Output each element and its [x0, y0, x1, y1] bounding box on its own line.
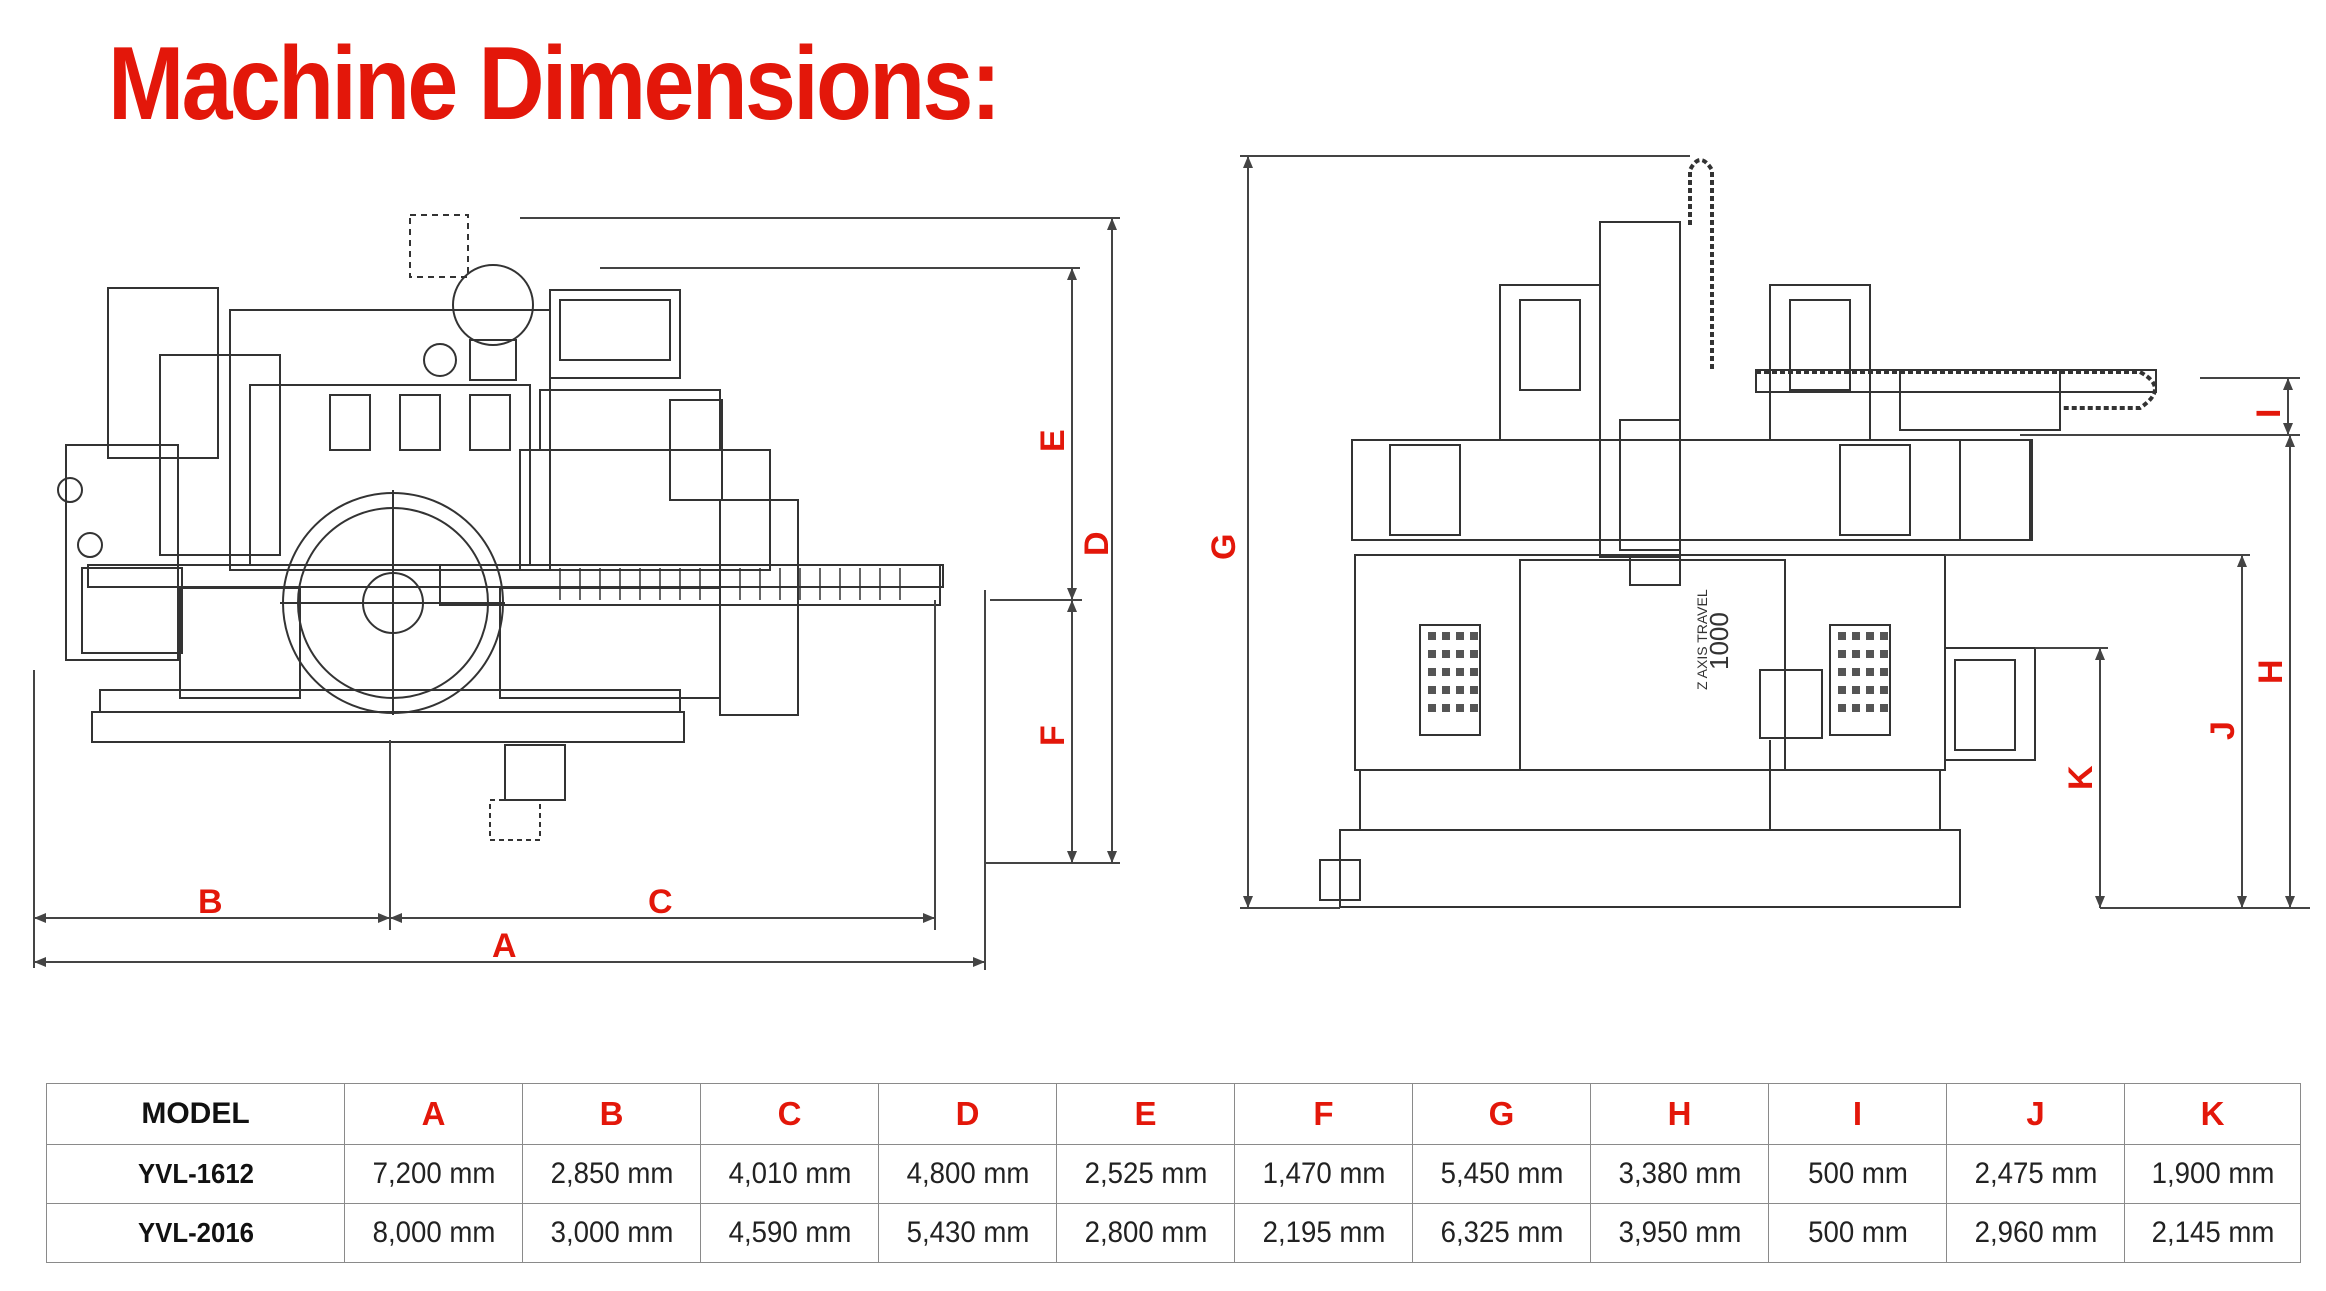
dim-label-d: D	[1078, 531, 1116, 556]
column-header-d: D	[878, 1083, 1057, 1145]
column-header-a: A	[344, 1083, 523, 1145]
column-header-e: E	[1056, 1083, 1235, 1145]
z-axis-travel-value: 1000	[1704, 612, 1734, 670]
dimensions-table: MODEL A B C D E F G H I J K YVL-1612 7,2…	[46, 1083, 2301, 1263]
table-cell: 2,800 mm	[1063, 1203, 1228, 1263]
table-cell: 2,145 mm	[2131, 1203, 2294, 1263]
cable-chain	[1688, 158, 2157, 410]
dim-label-f: F	[1034, 725, 1072, 746]
table-cell: 2,475 mm	[1953, 1144, 2118, 1204]
row-model-name: YVL-2016	[57, 1203, 334, 1263]
dim-label-b: B	[198, 883, 223, 921]
rail-hatching	[559, 568, 901, 600]
table-row: YVL-2016 8,000 mm 3,000 mm 4,590 mm 5,43…	[47, 1203, 2301, 1263]
vent-grid-right	[1838, 632, 1888, 712]
table-cell: 6,325 mm	[1419, 1203, 1584, 1263]
table-header-row: MODEL A B C D E F G H I J K	[46, 1083, 2301, 1145]
table-cell: 4,010 mm	[707, 1144, 872, 1204]
dim-label-h: H	[2252, 659, 2290, 684]
z-axis-travel-label: Z AXIS TRAVEL	[1694, 589, 1710, 690]
table-cell: 4,590 mm	[707, 1203, 872, 1263]
table-cell: 3,380 mm	[1597, 1144, 1762, 1204]
column-header-c: C	[700, 1083, 879, 1145]
column-header-i: I	[1768, 1083, 1947, 1145]
top-view-dimension-lines	[33, 217, 1120, 970]
front-view-drawing	[1319, 221, 2157, 908]
table-cell: 4,800 mm	[885, 1144, 1050, 1204]
column-header-f: F	[1234, 1083, 1413, 1145]
dim-label-k: K	[2062, 765, 2100, 790]
vent-grid-left	[1428, 632, 1478, 712]
dim-label-j: J	[2204, 721, 2242, 740]
dim-label-e: E	[1034, 429, 1072, 452]
table-cell: 3,950 mm	[1597, 1203, 1762, 1263]
dim-label-i: I	[2250, 409, 2288, 418]
row-model-name: YVL-1612	[57, 1144, 334, 1204]
column-header-j: J	[1946, 1083, 2125, 1145]
table-cell: 2,850 mm	[529, 1144, 694, 1204]
column-header-h: H	[1590, 1083, 1769, 1145]
column-header-model: MODEL	[46, 1083, 345, 1145]
machine-drawings: B C A E D F	[33, 155, 2310, 970]
table-cell: 1,900 mm	[2131, 1144, 2294, 1204]
table-cell: 1,470 mm	[1241, 1144, 1406, 1204]
top-view-drawing	[57, 214, 944, 841]
table-cell: 3,000 mm	[529, 1203, 694, 1263]
dim-label-g: G	[1205, 534, 1243, 560]
dimension-arrowheads-left	[34, 218, 1117, 967]
table-cell: 7,200 mm	[351, 1144, 516, 1204]
dim-label-a: A	[492, 927, 517, 965]
page-title: Machine Dimensions:	[108, 26, 1001, 142]
table-cell: 500 mm	[1775, 1203, 1940, 1263]
table-row: YVL-1612 7,200 mm 2,850 mm 4,010 mm 4,80…	[47, 1144, 2301, 1204]
dimension-arrowheads-right	[1243, 156, 2295, 908]
table-cell: 2,960 mm	[1953, 1203, 2118, 1263]
dim-label-c: C	[648, 883, 673, 921]
table-cell: 500 mm	[1775, 1144, 1940, 1204]
column-header-b: B	[522, 1083, 701, 1145]
table-cell: 8,000 mm	[351, 1203, 516, 1263]
table-cell: 5,430 mm	[885, 1203, 1050, 1263]
table-cell: 2,195 mm	[1241, 1203, 1406, 1263]
column-header-g: G	[1412, 1083, 1591, 1145]
front-view-dimension-lines	[1240, 155, 2310, 909]
table-cell: 5,450 mm	[1419, 1144, 1584, 1204]
table-cell: 2,525 mm	[1063, 1144, 1228, 1204]
column-header-k: K	[2124, 1083, 2301, 1145]
